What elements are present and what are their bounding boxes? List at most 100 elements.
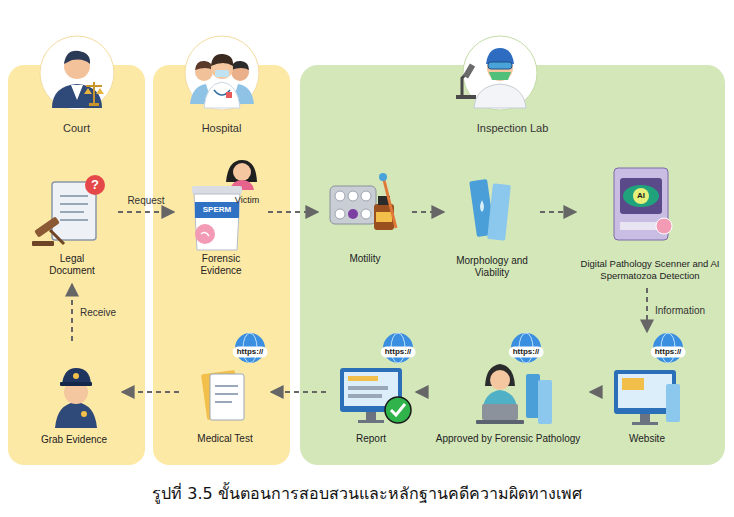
flow-arrow [412, 211, 444, 213]
legal-document-icon [60, 219, 88, 221]
medical-test-icon [215, 393, 238, 395]
legal-document-icon [60, 203, 88, 205]
motility-icon [376, 212, 392, 222]
panel-heading: Hospital [202, 122, 242, 135]
pathologist-icon [476, 364, 552, 424]
panel-ground [153, 65, 290, 465]
report-icon [391, 404, 405, 415]
judge-icon [89, 103, 99, 106]
report-icon [366, 412, 376, 420]
scientist-icon [456, 36, 537, 110]
scientist-icon [474, 84, 526, 108]
judge-icon [40, 36, 114, 110]
step-label: Report [331, 433, 411, 445]
microscope-symbol [456, 95, 476, 99]
step-node: Legal Document [30, 172, 114, 280]
flow-arrow [646, 288, 648, 332]
motility-icon [348, 209, 358, 219]
scanner-icon [614, 168, 672, 240]
flow-arrow [122, 391, 179, 393]
panel-ground [8, 65, 725, 465]
police-icon [73, 373, 79, 379]
legal-document-icon [60, 196, 88, 220]
icon-text: ? [91, 178, 99, 192]
report-icon [358, 420, 384, 423]
report-icon [348, 376, 378, 381]
website-icon [640, 414, 650, 422]
sperm-cup-icon [195, 224, 215, 244]
doctors-icon [211, 54, 233, 66]
step-node: Digital Pathology Scenner and AI Spermat… [580, 164, 720, 284]
motility-icon [330, 186, 376, 224]
step-node: Grab Evidence [30, 345, 118, 449]
url-badge: https:// [381, 347, 416, 358]
website-icon [618, 374, 672, 408]
legal-document-icon [85, 175, 105, 195]
globe-symbol [243, 333, 675, 363]
panel-ground [8, 65, 145, 465]
medical-test-icon [210, 374, 244, 420]
legal-document-icon [32, 241, 54, 246]
url-badge: https:// [651, 347, 686, 358]
step-node: Morphology and Viability [448, 168, 536, 282]
report-icon [348, 386, 388, 390]
report-icon [340, 368, 411, 423]
legal-document-icon [60, 195, 88, 197]
flow-arrow [416, 391, 426, 393]
microscope-symbol [463, 63, 475, 78]
microscope-symbol [456, 63, 476, 99]
edge-label: Receive [80, 307, 116, 318]
judge-icon [86, 85, 102, 87]
sperm-cup-icon [194, 194, 240, 250]
flow-arrow [590, 391, 601, 393]
doctors-icon [185, 36, 259, 110]
flow-arrow [268, 211, 318, 213]
icon-text: SPERM [203, 206, 231, 215]
legal-document-icon [60, 211, 84, 213]
motility-icon [379, 173, 387, 181]
icon-text: AI [637, 192, 645, 201]
website-icon [632, 422, 658, 425]
panel-heading: Inspection Lab [477, 122, 549, 135]
doctors-icon [185, 36, 259, 110]
scanner-icon [620, 178, 662, 214]
medical-test-icon [215, 385, 238, 387]
panel-heading: Court [63, 122, 90, 135]
edge-label: Information [655, 305, 705, 316]
doctors-icon [204, 82, 240, 108]
doctors-icon [195, 61, 213, 70]
police-icon [55, 402, 97, 428]
url-badge: https:// [233, 347, 268, 358]
judge-icon [71, 85, 83, 100]
slides-icon [480, 200, 484, 212]
step-node: Forensic Evidence [178, 158, 264, 280]
sperm-cup-icon [195, 202, 239, 218]
url-badge: https:// [509, 347, 544, 358]
motility-icon [335, 209, 345, 219]
flow-arrow [271, 391, 326, 393]
report-icon [385, 397, 411, 423]
step-label: Grab Evidence [32, 434, 116, 446]
globe-symbol [235, 333, 683, 363]
motility-icon [335, 191, 371, 219]
sperm-cup-icon [192, 186, 242, 194]
medical-test-icon [215, 401, 232, 403]
motility-icon [361, 191, 371, 201]
edge-label: Request [127, 195, 164, 206]
flow-arrow [118, 211, 174, 213]
step-label: Motility [325, 253, 405, 265]
step-node: Motility [322, 172, 408, 268]
doctors-icon [226, 92, 232, 98]
icon-text: Victim [235, 196, 259, 206]
judge-icon [84, 88, 104, 94]
lab-panel: Inspection LabMotility Morphology and Via… [300, 65, 725, 465]
step-label: Legal Document [40, 253, 104, 277]
doctors-icon [215, 70, 229, 77]
report-icon [348, 394, 382, 398]
police-icon [62, 368, 91, 384]
police-icon [55, 368, 97, 428]
pathologist-icon [476, 420, 524, 424]
scanner-icon [656, 218, 672, 234]
step-label: Medical Test [185, 433, 265, 445]
